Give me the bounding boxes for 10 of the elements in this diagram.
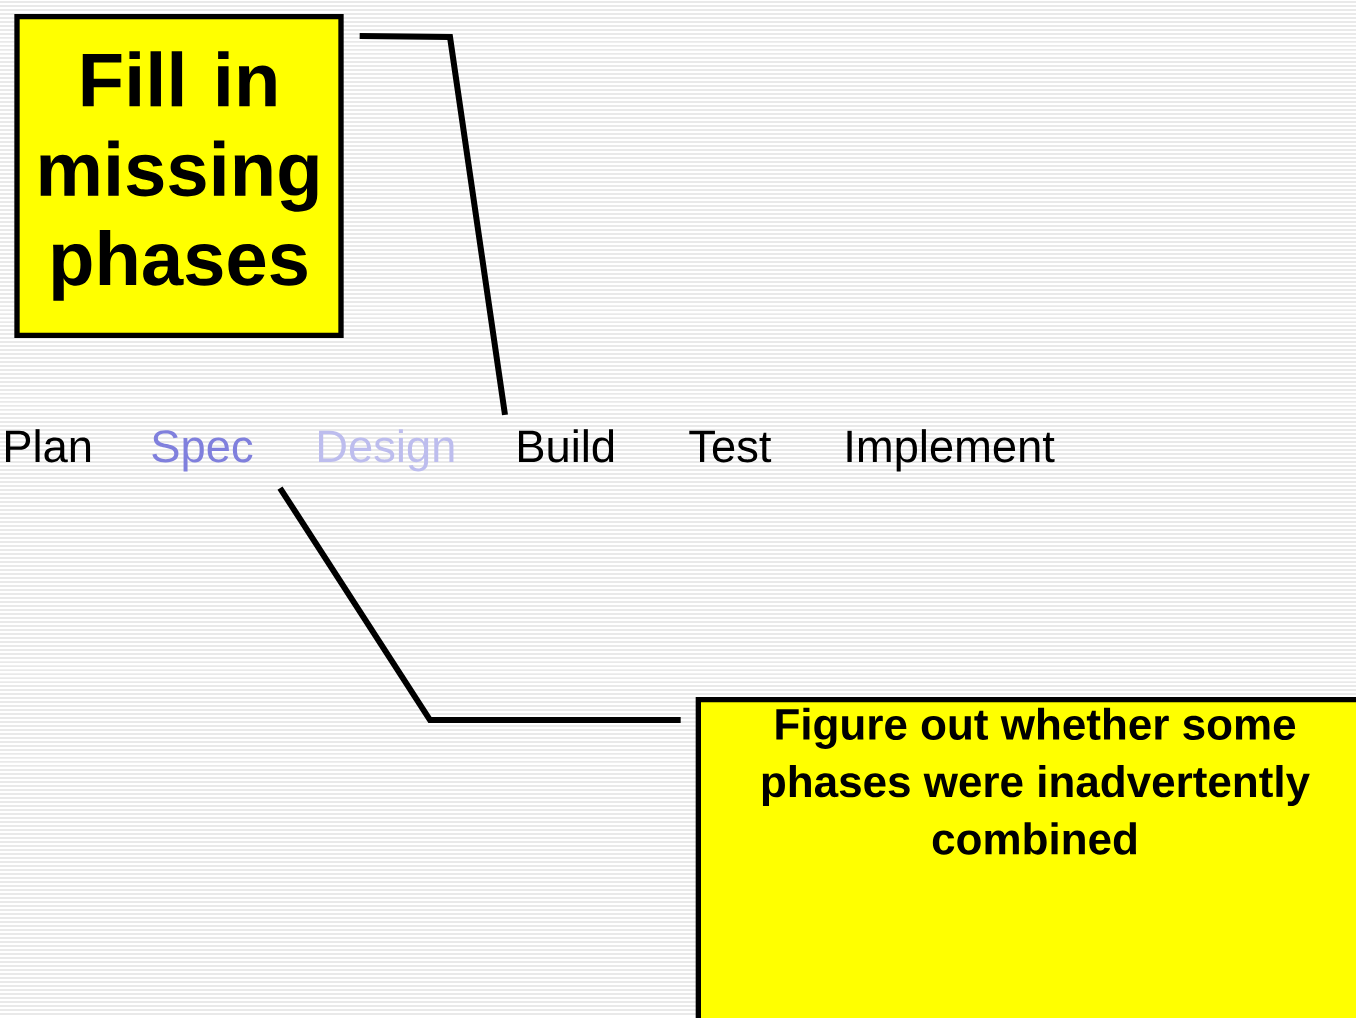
leader-line <box>277 486 681 723</box>
phase-label: Test <box>689 430 772 463</box>
phase-label: Implement <box>847 429 1055 472</box>
phase-label: Spec <box>152 430 253 472</box>
leader-line <box>359 33 508 416</box>
callout-box: Figure out whether some phases were inadvertently combined <box>695 697 1356 1018</box>
callout-box: Fill in missing phases <box>14 14 344 338</box>
phase-label: Design <box>319 429 454 472</box>
phase-label: Build <box>519 429 614 463</box>
phase-label: Plan <box>6 429 91 463</box>
